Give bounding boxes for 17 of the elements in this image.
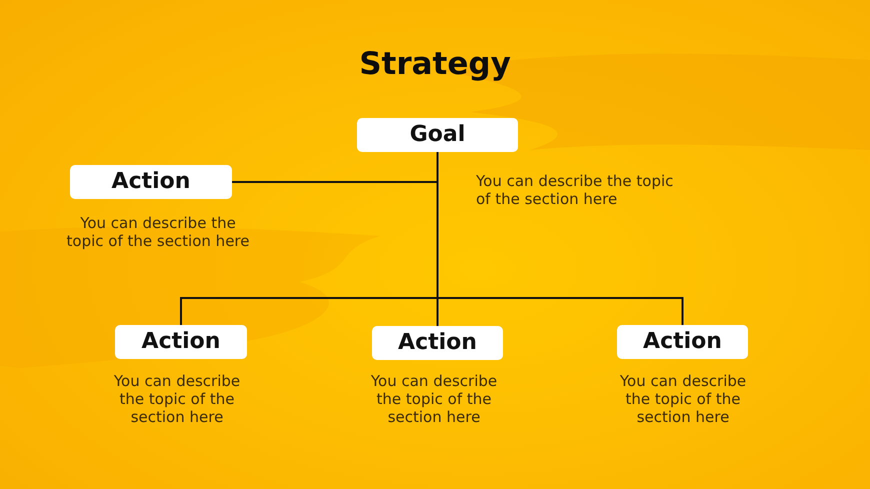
description-text: You can describe the topic of the section here [476, 172, 674, 208]
label-box [372, 326, 503, 360]
label-box [357, 118, 518, 152]
description-text: You can describe the topic of the section here [66, 214, 250, 250]
box-heading: Action [398, 332, 477, 354]
box-heading: Action [643, 331, 722, 353]
label-box [70, 165, 232, 199]
label-box [617, 325, 748, 359]
box-heading: Goal [410, 124, 466, 146]
description-text: You can describe the topic of the section here [370, 372, 498, 426]
box-heading: Action [112, 171, 190, 193]
label-box [115, 325, 247, 359]
slide-title: Strategy [359, 46, 511, 82]
connector-line [436, 152, 684, 325]
box-heading: Action [142, 331, 220, 353]
description-text: You can describe the topic of the section here [112, 372, 242, 426]
description-text: You can describe the topic of the section here [618, 372, 748, 426]
